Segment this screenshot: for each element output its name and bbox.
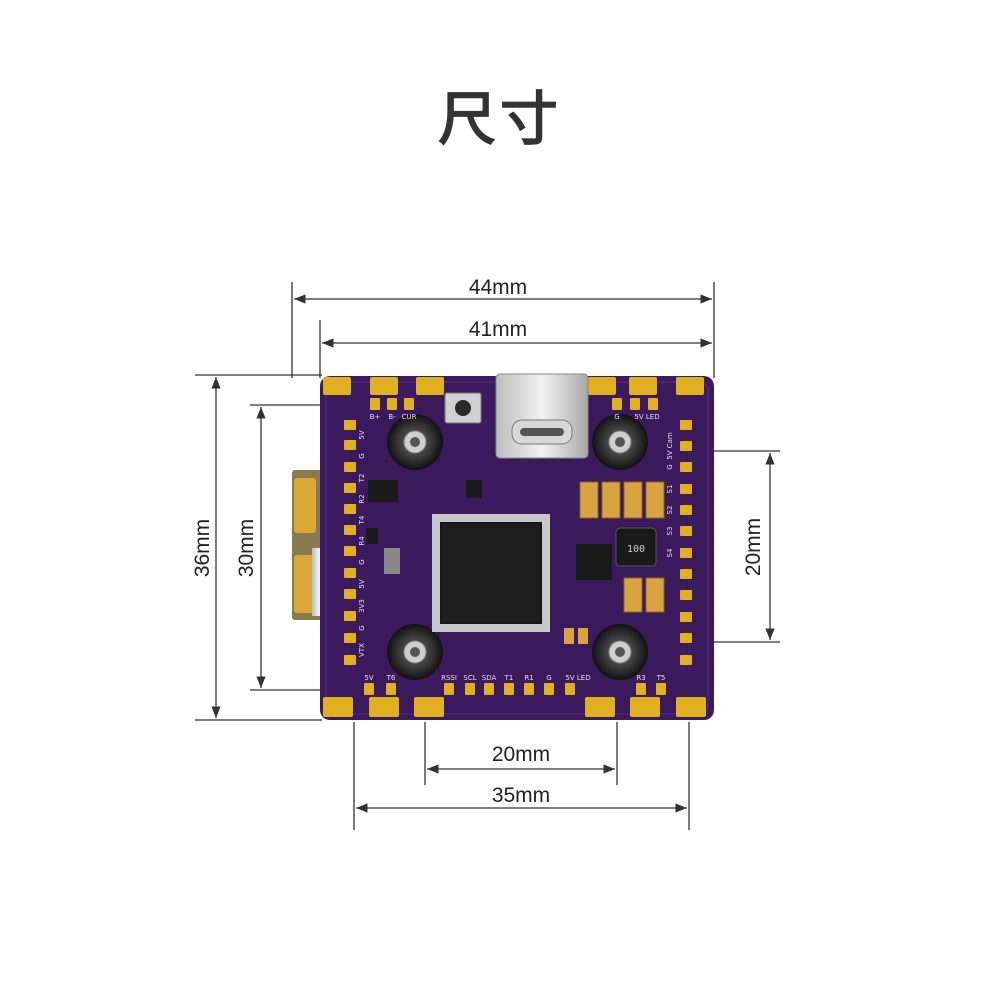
pin-label-left: VTX xyxy=(358,643,366,657)
mcu-chip xyxy=(432,514,550,632)
pin-label-right: S2 xyxy=(666,506,674,515)
pin-label-top-left: B- xyxy=(388,413,396,421)
bottom-35-label: 35mm xyxy=(492,784,550,807)
pin-label-bottom-right: T5 xyxy=(656,674,666,682)
pin-label-right: S4 xyxy=(666,548,674,557)
pin-label-bottom: 5V LED xyxy=(565,674,590,682)
pin-label-left: R2 xyxy=(358,494,366,503)
right-pads xyxy=(680,420,692,665)
pin-label-left: R4 xyxy=(358,536,366,546)
left-pads xyxy=(344,420,356,665)
pin-label-top-left: B+ xyxy=(370,413,381,421)
pin-label-right: S1 xyxy=(666,485,674,494)
dimension-lines xyxy=(195,282,780,830)
pin-label-bottom: 5V xyxy=(364,674,373,682)
pin-label-bottom: T1 xyxy=(504,674,514,682)
pin-label-top-right: 5V LED xyxy=(634,413,659,421)
pin-label-left: 3V3 xyxy=(358,599,366,613)
height-36-label: 36mm xyxy=(191,519,214,577)
height-20-label: 20mm xyxy=(742,518,765,576)
pin-label-right: G xyxy=(666,464,674,469)
pin-label-bottom: R1 xyxy=(524,674,533,682)
pin-label-top-right: G xyxy=(614,413,619,421)
width-44-label: 44mm xyxy=(469,276,527,299)
top-pads xyxy=(323,377,704,410)
pin-label-bottom: T6 xyxy=(386,674,396,682)
usb-c-connector xyxy=(495,373,589,459)
mounting-holes xyxy=(387,414,648,680)
page-title: 尺寸 xyxy=(437,85,562,153)
pin-label-left: T4 xyxy=(358,515,366,525)
pin-label-bottom-right: R3 xyxy=(636,674,645,682)
pin-label-bottom: SDA xyxy=(482,674,497,682)
pin-label-right: 5V Cam xyxy=(666,432,674,460)
pin-label-right: S3 xyxy=(666,527,674,536)
pin-label-bottom: SCL xyxy=(463,674,476,682)
capacitors xyxy=(564,481,665,644)
inductor: 100 xyxy=(615,527,657,567)
inductor-marking: 100 xyxy=(627,544,645,555)
pin-label-bottom: G xyxy=(546,674,551,682)
small-ics xyxy=(366,480,612,580)
bottom-pads xyxy=(323,683,706,717)
flight-controller-board: 100 xyxy=(292,373,714,720)
bottom-20-label: 20mm xyxy=(492,743,550,766)
width-41-label: 41mm xyxy=(469,318,527,341)
pin-label-left: G xyxy=(358,559,366,564)
pin-label-left: 5V xyxy=(358,430,366,439)
pin-label-top-left: CUR xyxy=(402,413,417,421)
pin-label-left: G xyxy=(358,625,366,630)
pin-label-left: 5V xyxy=(358,579,366,588)
pin-label-bottom: RSSI xyxy=(441,674,457,682)
height-30-label: 30mm xyxy=(235,519,258,577)
pin-label-left: G xyxy=(358,453,366,458)
pin-label-left: T2 xyxy=(358,474,366,484)
